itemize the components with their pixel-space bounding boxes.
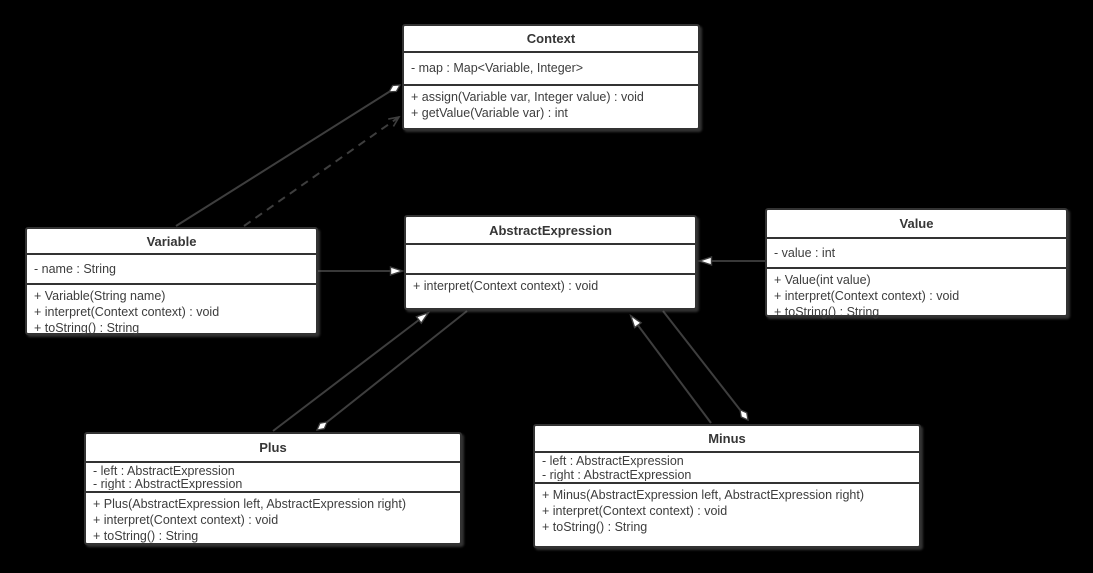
class-attributes: - name : String	[27, 255, 316, 285]
edge-minus-aggregates-abstractexpression	[662, 310, 749, 422]
method: + assign(Variable var, Integer value) : …	[411, 90, 644, 104]
class-box-variable[interactable]: Variable - name : String + Variable(Stri…	[25, 227, 318, 335]
class-methods: + Minus(AbstractExpression left, Abstrac…	[535, 484, 919, 546]
class-title: Value	[767, 210, 1066, 239]
method: + Value(int value)	[774, 273, 871, 287]
method: + toString() : String	[542, 520, 648, 534]
class-box-context[interactable]: Context - map : Map<Variable, Integer> +…	[402, 24, 700, 130]
method: + toString() : String	[93, 529, 199, 543]
method: + interpret(Context context) : void	[34, 305, 220, 319]
class-attributes: - value : int	[767, 239, 1066, 269]
edge-variable-depends-on-context	[243, 115, 401, 227]
class-methods: + Variable(String name) + interpret(Cont…	[27, 285, 316, 336]
class-methods: + interpret(Context context) : void	[406, 275, 695, 308]
edge-context-aggregates-variable	[175, 84, 402, 227]
class-box-minus[interactable]: Minus - left : AbstractExpression - righ…	[533, 424, 921, 548]
method: + Minus(AbstractExpression left, Abstrac…	[542, 488, 865, 502]
attribute: - name : String	[34, 261, 116, 276]
attribute: - value : int	[774, 245, 836, 260]
attribute: - right : AbstractExpression	[542, 467, 692, 481]
method: + toString() : String	[34, 321, 140, 335]
class-attributes: - map : Map<Variable, Integer>	[404, 53, 698, 86]
class-title: Minus	[535, 426, 919, 453]
attribute: - map : Map<Variable, Integer>	[411, 61, 584, 75]
class-attributes: - left : AbstractExpression - right : Ab…	[86, 463, 460, 493]
method: + interpret(Context context) : void	[93, 513, 279, 527]
class-title: Variable	[27, 229, 316, 255]
class-box-abstractexpression[interactable]: AbstractExpression + interpret(Context c…	[404, 215, 697, 310]
class-methods: + assign(Variable var, Integer value) : …	[404, 86, 698, 128]
attribute: - right : AbstractExpression	[93, 477, 243, 490]
method: + getValue(Variable var) : int	[411, 106, 568, 120]
method: + Plus(AbstractExpression left, Abstract…	[93, 497, 406, 511]
method: + Variable(String name)	[34, 289, 166, 303]
class-box-plus[interactable]: Plus - left : AbstractExpression - right…	[84, 432, 462, 545]
method: + interpret(Context context) : void	[413, 279, 599, 293]
class-title: Context	[404, 26, 698, 53]
attribute: - left : AbstractExpression	[542, 454, 684, 468]
edge-plus-aggregates-abstractexpression	[315, 310, 468, 431]
class-attributes: - left : AbstractExpression - right : Ab…	[535, 453, 919, 484]
edge-minus-extends-abstractexpression	[631, 316, 712, 424]
class-box-value[interactable]: Value - value : int + Value(int value) +…	[765, 208, 1068, 320]
class-title: AbstractExpression	[406, 217, 695, 245]
class-title: Plus	[86, 434, 460, 463]
method: + interpret(Context context) : void	[774, 289, 960, 303]
attribute: - left : AbstractExpression	[93, 464, 235, 477]
class-methods: + Value(int value) + interpret(Context c…	[767, 269, 1066, 320]
method: + interpret(Context context) : void	[542, 504, 728, 518]
class-methods: + Plus(AbstractExpression left, Abstract…	[86, 493, 460, 544]
class-attributes	[406, 245, 695, 275]
method: + toString() : String	[774, 305, 880, 319]
